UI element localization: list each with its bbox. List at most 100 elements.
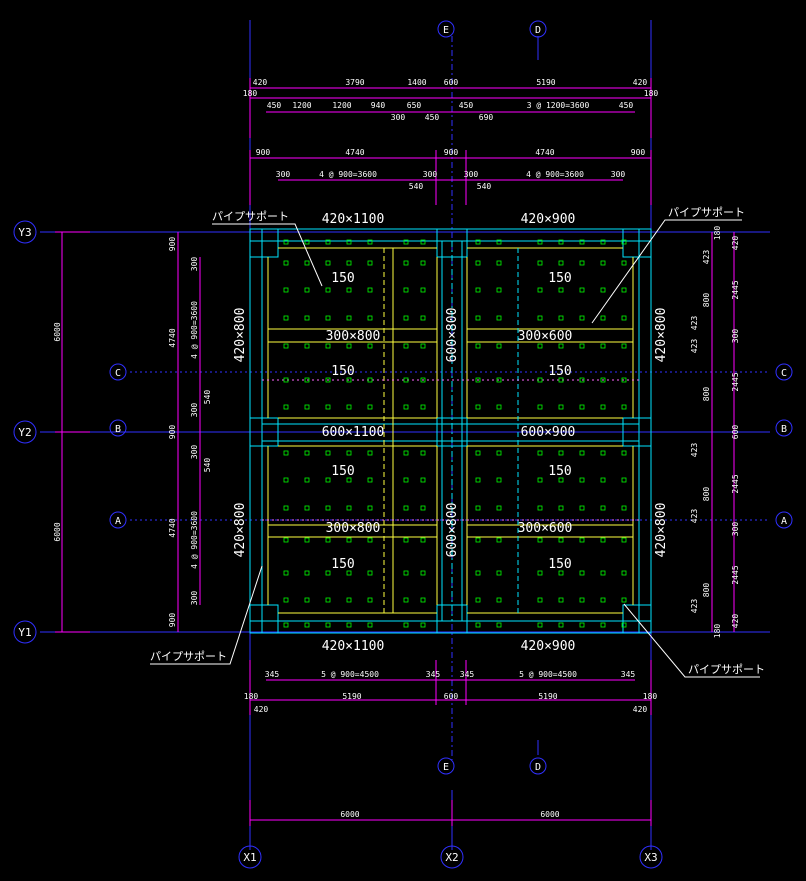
pipe-support-mark (420, 315, 426, 321)
dim-right-outer-8: 420 (731, 614, 740, 629)
pipe-support-mark (475, 377, 481, 383)
sub-beam-label-tl: 300×800 (326, 329, 381, 344)
bubble-y2: Y2 (18, 426, 31, 439)
pipe-support-mark (346, 450, 352, 456)
dim-top-r5-3: 4740 (535, 148, 554, 157)
pipe-support-mark (558, 287, 564, 293)
dim-right-outer-5: 2445 (731, 474, 740, 493)
pipe-support-mark (346, 343, 352, 349)
pipe-support-mark (558, 450, 564, 456)
pipe-support-mark (367, 450, 373, 456)
dim-top-r3-7: 450 (619, 101, 634, 110)
pipe-support-mark (475, 597, 481, 603)
pipe-support-mark (420, 537, 426, 543)
dims-left: 6000 6000 900 4740 900 4740 900 300 4 @ … (53, 231, 212, 633)
pipe-support-mark (537, 450, 543, 456)
dim-bot-r1-1: 5 @ 900=4500 (321, 670, 379, 679)
pipe-support-mark (496, 570, 502, 576)
pipe-support-mark (475, 505, 481, 511)
bubble-b-right: B (781, 424, 787, 435)
pipe-support-mark (496, 537, 502, 543)
dim-right-outer-4: 600 (731, 425, 740, 440)
beam-labels: 420×1100 420×900 600×1100 600×900 420×11… (233, 212, 669, 654)
pipe-support-mark (600, 377, 606, 383)
beam-label-bottom-left: 420×1100 (322, 639, 385, 654)
pipe-support-mark (403, 239, 409, 245)
dim-top-r3-3: 940 (371, 101, 386, 110)
dim-left-sub-7: 300 (190, 591, 199, 606)
pipe-support-mark (600, 537, 606, 543)
dim-top-r3-6: 3 @ 1200=3600 (527, 101, 590, 110)
dim-top-r4-2: 690 (479, 113, 494, 122)
dim-bot-r3-1: 420 (633, 705, 648, 714)
pipe-support-mark (367, 505, 373, 511)
dim-right-inner-10: 423 (690, 599, 699, 614)
pipe-support-mark (537, 239, 543, 245)
pipe-support-mark (304, 239, 310, 245)
dim-top-r3-2: 1200 (332, 101, 351, 110)
pipe-support-mark (579, 622, 585, 628)
slab-label-3: 150 (331, 364, 354, 379)
pipe-support-mark (325, 505, 331, 511)
dim-top-r7-1: 540 (477, 182, 492, 191)
pipe-support-mark (600, 404, 606, 410)
dim-top-r6-2: 300 (423, 170, 438, 179)
pipe-support-mark (579, 239, 585, 245)
pipe-support-mark (621, 505, 627, 511)
dim-bot-overall-0: 6000 (340, 810, 359, 819)
pipe-support-mark (346, 477, 352, 483)
dim-bot-r2-3: 5190 (538, 692, 557, 701)
pipe-support-marks (283, 239, 627, 628)
pipe-support-mark (283, 404, 289, 410)
pipe-support-mark (558, 260, 564, 266)
dim-top-r6-1: 4 @ 900=3600 (319, 170, 377, 179)
pipe-support-mark (367, 260, 373, 266)
bubble-c-left: C (115, 368, 121, 379)
pipe-support-mark (325, 315, 331, 321)
callout-pipe-support-tr: パイプサポート (668, 206, 745, 219)
pipe-support-mark (475, 450, 481, 456)
dim-right-outer-0: 420 (731, 236, 740, 251)
pipe-support-mark (420, 239, 426, 245)
dim-top-r2-0: 180 (243, 89, 258, 98)
pipe-support-mark (558, 537, 564, 543)
pipe-support-mark (621, 597, 627, 603)
pipe-support-mark (579, 377, 585, 383)
pipe-support-mark (600, 343, 606, 349)
slab-label-6: 150 (548, 464, 571, 479)
pipe-support-mark (283, 287, 289, 293)
beam-label-mid-left: 600×1100 (322, 425, 385, 440)
dim-left-seg-0: 900 (168, 237, 177, 252)
beam-label-mid-right: 600×900 (521, 425, 576, 440)
pipe-support-mark (304, 622, 310, 628)
pipe-support-mark (346, 377, 352, 383)
pipe-support-mark (600, 505, 606, 511)
slab-label-2: 150 (548, 271, 571, 286)
pipe-support-mark (304, 450, 310, 456)
dim-bot-r2-0: 180 (244, 692, 259, 701)
dim-top-r4-1: 450 (425, 113, 440, 122)
pipe-support-mark (600, 477, 606, 483)
pipe-support-mark (325, 404, 331, 410)
pipe-support-mark (283, 537, 289, 543)
dim-right-inner-3: 423 (690, 316, 699, 331)
dim-right-inner-4: 800 (702, 387, 711, 402)
pipe-support-mark (475, 537, 481, 543)
dim-left-seg-4: 900 (168, 613, 177, 628)
dim-bot-r1-0: 345 (265, 670, 280, 679)
pipe-support-callouts: パイプサポート パイプサポート パイプサポート パイプサポート (150, 206, 765, 678)
slab-label-8: 150 (548, 557, 571, 572)
pipe-support-mark (496, 597, 502, 603)
pipe-support-mark (621, 537, 627, 543)
pipe-support-mark (304, 570, 310, 576)
slab-label-7: 150 (331, 557, 354, 572)
dim-left-sub-2: 300 (190, 403, 199, 418)
pipe-support-mark (325, 537, 331, 543)
dim-top-r5-1: 4740 (345, 148, 364, 157)
pipe-support-mark (283, 343, 289, 349)
pipe-support-mark (304, 597, 310, 603)
pipe-support-mark (403, 315, 409, 321)
pipe-support-mark (558, 377, 564, 383)
pipe-support-mark (346, 287, 352, 293)
